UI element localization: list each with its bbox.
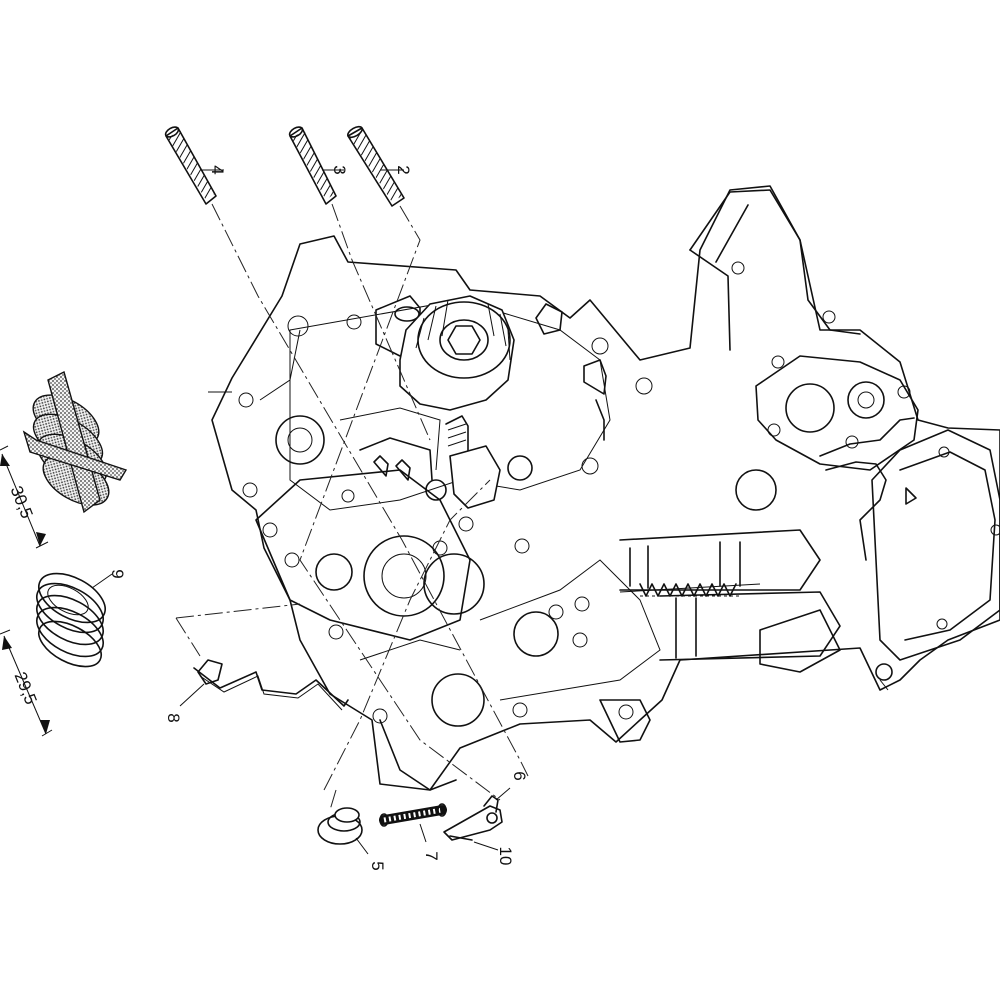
stud-2 xyxy=(346,125,405,207)
callout-8: 8 xyxy=(164,713,183,722)
cup-washer-5 xyxy=(317,807,363,845)
callout-7: 7 xyxy=(422,851,441,860)
callout-10: 10 xyxy=(496,847,515,866)
pin-10 xyxy=(449,835,473,841)
dimension-new-spring: 29,5 xyxy=(11,669,41,707)
callout-3: 3 xyxy=(330,165,349,174)
callout-9: 9 xyxy=(108,569,127,578)
wire-spring-8 xyxy=(193,659,349,711)
dimension-old-spring: 30,5 xyxy=(7,483,37,521)
lever-plate-6 xyxy=(443,795,503,841)
stud-4 xyxy=(164,126,217,205)
cross-bar-2-icon xyxy=(22,430,128,481)
housing-assembly xyxy=(208,185,1000,791)
assembly-centerlines xyxy=(175,203,529,811)
stud-3 xyxy=(288,126,337,205)
callout-4: 4 xyxy=(208,165,227,174)
cross-bar-1-icon xyxy=(47,370,101,514)
spring-9 xyxy=(36,572,106,668)
adjusting-cap xyxy=(399,295,515,411)
callout-6: 6 xyxy=(510,771,529,780)
callout-2: 2 xyxy=(394,165,413,174)
dimension-lines xyxy=(0,445,53,737)
old-spring-crossed xyxy=(22,370,128,514)
coil-spring-7 xyxy=(379,803,447,827)
leader-lines xyxy=(91,169,511,855)
callout-5: 5 xyxy=(368,861,387,870)
